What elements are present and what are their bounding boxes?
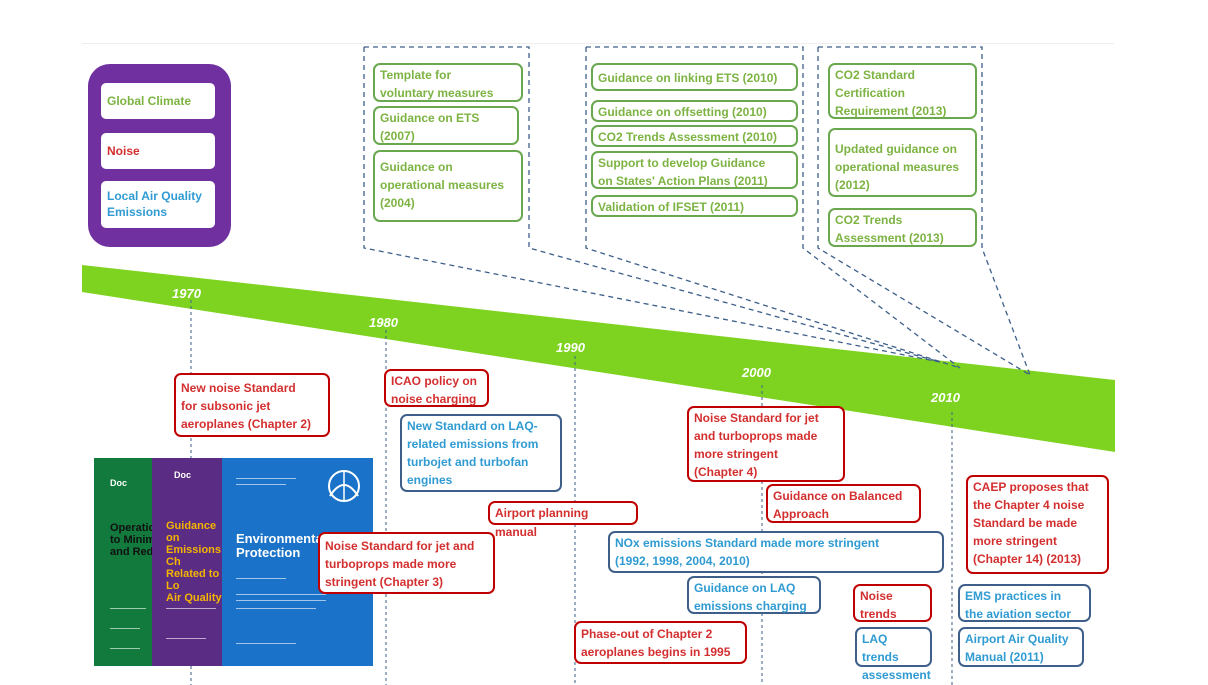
noise-item: Noise trends assessment	[853, 584, 932, 639]
timeline-band	[82, 265, 1115, 452]
year-label: 1970	[172, 286, 201, 301]
year-label: 1990	[556, 340, 585, 355]
noise-item: Noise Standard for jet and turboprops ma…	[318, 532, 495, 594]
climate-item: CO2 Standard Certification Requirement (…	[828, 63, 977, 119]
climate-item: Guidance on linking ETS (2010)	[591, 63, 798, 91]
legend: Global Climate Noise Local Air Quality E…	[88, 64, 231, 247]
icao-emblem-icon	[328, 470, 360, 502]
laq-item: Guidance on LAQ emissions charging	[687, 576, 821, 614]
publication-cover-operations: Doc Operations to Minimi and Redu	[94, 458, 168, 666]
cover-doc-number: Doc	[110, 478, 128, 488]
noise-item: Noise Standard for jet and turboprops ma…	[687, 406, 845, 482]
noise-item: Guidance on Balanced Approach	[766, 484, 921, 523]
cover-doc-number: Doc	[174, 470, 192, 480]
noise-item: CAEP proposes that the Chapter 4 noise S…	[966, 475, 1109, 574]
laq-item: New Standard on LAQ- related emissions f…	[400, 414, 562, 492]
climate-item: Guidance on operational measures (2004)	[373, 150, 523, 222]
laq-item: Airport Air Quality Manual (2011)	[958, 627, 1084, 667]
year-label: 2000	[742, 365, 771, 380]
legend-noise: Noise	[101, 133, 215, 169]
climate-item: Template for voluntary measures	[373, 63, 523, 102]
year-label: 1980	[369, 315, 398, 330]
legend-global-climate: Global Climate	[101, 83, 215, 119]
noise-item: Airport planning manual	[488, 501, 638, 539]
publication-cover-laq-charges: Doc Guidance on Emissions Ch Related to …	[152, 458, 224, 666]
publication-cover-environmental-protection: Environmental Protection	[222, 458, 373, 666]
climate-item: CO2 Trends Assessment (2013)	[828, 208, 977, 247]
year-label: 2010	[931, 390, 960, 405]
top-rule	[82, 43, 1114, 44]
climate-item: Updated guidance on operational measures…	[828, 128, 977, 197]
cover-title: Guidance on Emissions Ch Related to Lo A…	[166, 520, 222, 604]
noise-item: Phase-out of Chapter 2 aeroplanes begins…	[574, 621, 747, 664]
laq-item: LAQ trends assessment	[855, 627, 932, 682]
cover-title: Environmental Protection	[236, 531, 327, 560]
group-connectors	[363, 46, 1031, 376]
climate-item: Guidance on ETS (2007)	[373, 106, 519, 145]
climate-item: Guidance on offsetting (2010)	[591, 100, 798, 122]
climate-item: Validation of IFSET (2011)	[591, 195, 798, 217]
climate-item: CO2 Trends Assessment (2010)	[591, 125, 798, 147]
noise-item: New noise Standard for subsonic jet aero…	[174, 373, 330, 437]
laq-item: EMS practices in the aviation sector	[958, 584, 1091, 622]
climate-item: Support to develop Guidance on States' A…	[591, 151, 798, 189]
legend-local-air-quality: Local Air Quality Emissions	[101, 181, 215, 228]
noise-item: ICAO policy on noise charging	[384, 369, 489, 407]
laq-item: NOx emissions Standard made more stringe…	[608, 531, 944, 573]
